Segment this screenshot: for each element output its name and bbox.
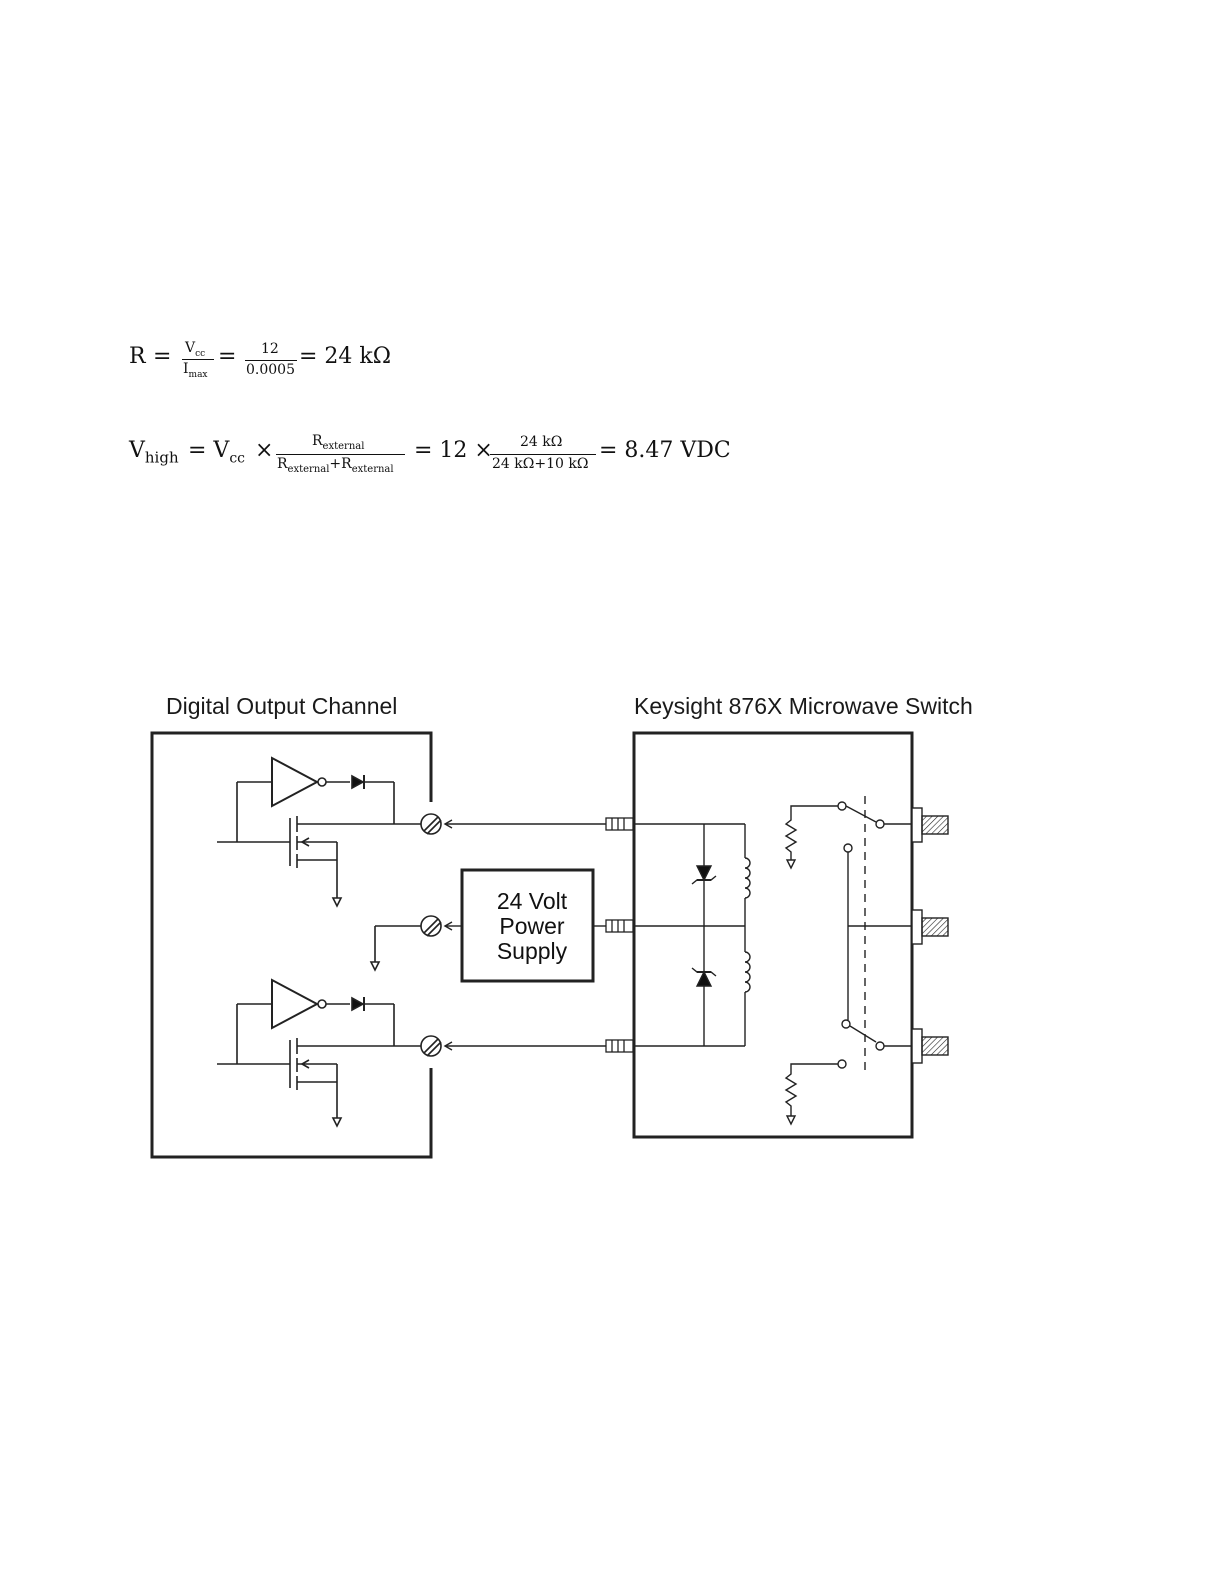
output-driver-upper [217, 758, 421, 906]
ground-terminal-middle [371, 926, 421, 970]
power-supply-label-line2: Power [499, 913, 565, 939]
switch-connector-pins [606, 818, 633, 1052]
coil-diode-network [634, 824, 750, 1046]
resistor-icons [786, 806, 840, 1124]
screw-terminal-icons [421, 814, 441, 1056]
rf-port-connectors [912, 808, 948, 1063]
power-supply-label-line3: Supply [497, 938, 568, 964]
microwave-switch-box [634, 733, 912, 1137]
output-driver-lower [217, 980, 421, 1126]
power-supply-label-line1: 24 Volt [497, 888, 568, 914]
rf-switch-contacts [838, 796, 912, 1074]
